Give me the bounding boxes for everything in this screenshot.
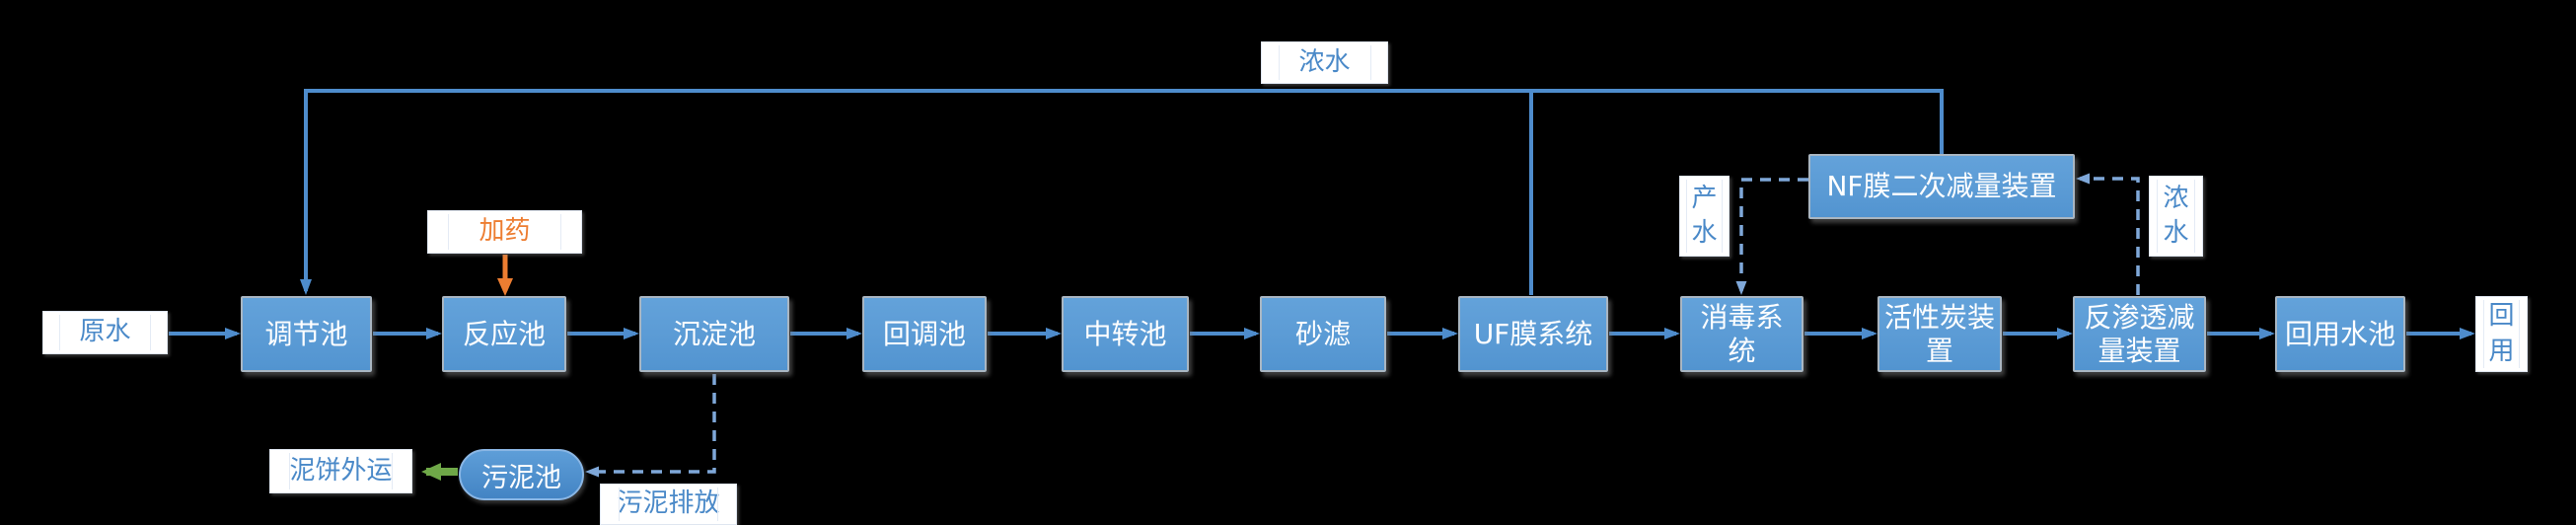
sludge-cake-out-label: 泥饼外运 (269, 449, 412, 493)
nf-secondary-reduction-unit: NF膜二次减量装置 (1808, 154, 2075, 219)
reaction-tank: 反应池 (442, 296, 566, 372)
nf-product-water-to-disinfection (1735, 178, 1808, 295)
readjust-tank-text: 回调池 (882, 317, 966, 350)
sand-filter-text: 砂滤 (1294, 317, 1351, 350)
ro-concentrate-to-nf (2076, 173, 2140, 295)
sludge-tank-text: 污泥池 (481, 462, 561, 493)
product-water-label-text: 产水 (1691, 183, 1718, 248)
ro-reduction-unit: 反渗透减量装置 (2073, 296, 2206, 372)
sludge-discharge-label: 污泥排放 (600, 484, 737, 525)
activated-carbon-unit: 活性炭装置 (1877, 296, 2002, 372)
uf-membrane-system: UF膜系统 (1458, 296, 1608, 372)
reuse-water-tank: 回用水池 (2275, 296, 2405, 372)
reuse-label: 回用 (2475, 296, 2528, 372)
raw-water-label: 原水 (42, 311, 168, 354)
dosing-label-text: 加药 (478, 216, 531, 247)
reuse-label-text: 回用 (2488, 301, 2515, 366)
dosing-label: 加药 (427, 210, 582, 254)
disinfection-system-text: 消毒系统 (1700, 301, 1784, 367)
concentrate-top-label-text: 浓水 (1298, 46, 1351, 77)
sludge-cake-out-label-text: 泥饼外运 (289, 455, 393, 486)
transfer-tank-text: 中转池 (1083, 317, 1167, 350)
sedimentation-tank-text: 沉淀池 (672, 317, 756, 350)
sludge-tank: 污泥池 (459, 449, 584, 500)
uf-membrane-system-text: UF膜系统 (1473, 317, 1593, 350)
sludge-discharge-label-text: 污泥排放 (617, 488, 720, 519)
concentrate-right-label: 浓水 (2149, 176, 2203, 257)
disinfection-system: 消毒系统 (1680, 296, 1803, 372)
sand-filter: 砂滤 (1260, 296, 1386, 372)
readjust-tank: 回调池 (862, 296, 987, 372)
sedimentation-sludge-to-sludge-tank (585, 374, 716, 478)
ro-reduction-unit-text: 反渗透减量装置 (2084, 301, 2195, 367)
concentrate-return-to-regulating-tank (300, 89, 1944, 295)
reaction-tank-text: 反应池 (462, 317, 546, 350)
nf-secondary-reduction-unit-text: NF膜二次减量装置 (1826, 170, 2057, 203)
product-water-label: 产水 (1679, 176, 1730, 257)
concentrate-right-label-text: 浓水 (2163, 183, 2189, 248)
reuse-water-tank-text: 回用水池 (2284, 317, 2395, 350)
regulating-tank: 调节池 (241, 296, 372, 372)
sedimentation-tank: 沉淀池 (639, 296, 789, 372)
activated-carbon-unit-text: 活性炭装置 (1884, 301, 1996, 367)
raw-water-label-text: 原水 (79, 317, 131, 347)
concentrate-top-label: 浓水 (1261, 41, 1388, 84)
regulating-tank-text: 调节池 (264, 317, 348, 350)
transfer-tank: 中转池 (1062, 296, 1189, 372)
